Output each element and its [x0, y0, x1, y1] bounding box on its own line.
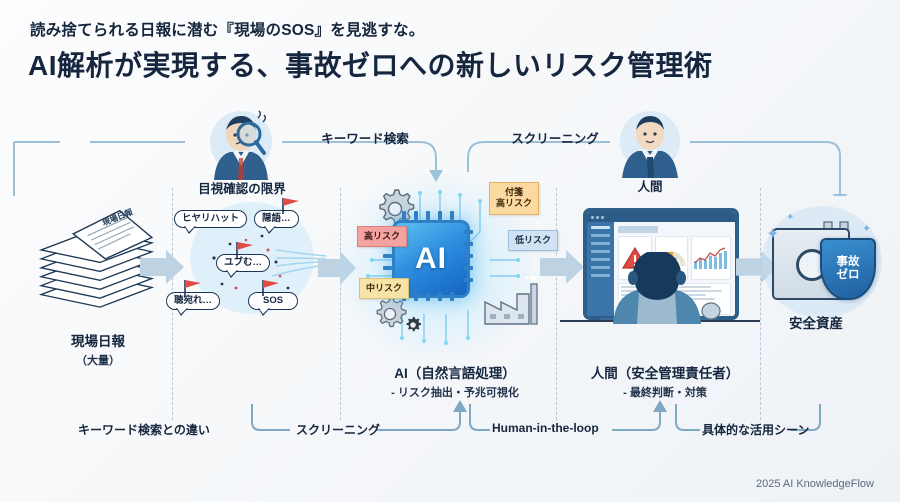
keyword-bubble-cluster: ヒヤリハット 隠語… ユブむ… 聴宛れ… SOS — [166, 196, 336, 326]
sparkle-icon-2: ✦ — [786, 212, 795, 223]
sidebar-row[interactable] — [591, 226, 610, 229]
top-connector-lines — [13, 141, 847, 196]
sidebar-row[interactable] — [591, 250, 610, 253]
stage-label-human-top: 人間 — [637, 180, 663, 194]
computer-mouse-icon — [701, 302, 721, 320]
human-label-sub: - 最終判断・対策 — [623, 387, 707, 399]
ai-label-main: AI（自然言語処理） — [394, 366, 516, 381]
stage-label-documents: 現場日報 （大量） — [38, 330, 158, 368]
dashboard-heading — [618, 226, 658, 233]
gear-icon-bottom — [376, 297, 407, 328]
flow-arrow-dashboard-to-asset — [736, 250, 779, 284]
sidebar-row[interactable] — [591, 242, 610, 245]
flow-arrow-ai-to-dashboard — [540, 250, 584, 284]
connector-label-keyword-search: キーワード検索 — [321, 132, 409, 146]
stage-label-human: 人間（安全管理責任者） - 最終判断・対策 — [570, 362, 760, 400]
bubble-hiyari-hatto: ヒヤリハット — [174, 210, 248, 236]
sidebar-row[interactable] — [591, 266, 610, 269]
bottom-connector-lines — [251, 400, 821, 431]
chart-card[interactable] — [691, 236, 731, 280]
bottom-label-human-in-the-loop: Human-in-the-loop — [492, 421, 599, 435]
column-divider-3 — [556, 188, 557, 420]
sidebar-row[interactable] — [591, 234, 610, 237]
footer-credit: 2025 AI KnowledgeFlow — [755, 478, 874, 490]
red-flag-icon-2 — [236, 242, 253, 258]
stage-label-ai: AI（自然言語処理） - リスク抽出・予兆可視化 — [370, 362, 540, 400]
bubble-kikimore: 聴宛れ… — [166, 292, 221, 318]
sticky-note-fusen-high-risk: 付箋 高リスク — [489, 182, 540, 215]
sticky-note-high-risk: 高リスク — [357, 226, 408, 248]
documents-label-sub: （大量） — [76, 355, 120, 367]
bubble-sos: SOS — [248, 292, 299, 318]
titlebar-dot — [601, 215, 604, 219]
ai-chip-label: AI — [415, 242, 447, 275]
documents-label-main: 現場日報 — [71, 334, 125, 349]
titlebar-dot — [596, 215, 599, 219]
stage-label-manual-check: 目視確認の限界 — [198, 182, 286, 196]
column-divider-4 — [760, 188, 761, 420]
sidebar-row[interactable] — [591, 274, 610, 277]
sparkle-icon-4: ✦ — [800, 318, 809, 329]
magnifier-person-icon — [210, 110, 272, 180]
bar-line-chart-icon — [694, 247, 727, 269]
sparkle-icon-1: ✦ — [766, 226, 780, 243]
page-subtitle: 読み捨てられる日報に潜む『現場のSOS』を見逃すな。 — [30, 22, 425, 39]
zero-accident-shield-badge: 事故 ゼロ — [820, 238, 876, 300]
flow-arrow-docs-to-bubbles — [140, 250, 184, 284]
sticky-fusen-line1: 付箋 — [505, 187, 524, 197]
titlebar-dot — [591, 215, 594, 219]
gear-icon-small — [406, 316, 421, 332]
stage-label-asset: 安全資産 — [789, 316, 843, 331]
seated-operator-icon — [613, 252, 701, 324]
bottom-label-keyword-diff: キーワード検索との違い — [78, 423, 210, 437]
sticky-note-low-risk: 低リスク — [508, 230, 559, 252]
ai-label-sub: - リスク抽出・予兆可視化 — [391, 387, 519, 399]
human-label-main: 人間（安全管理責任者） — [590, 366, 740, 381]
factory-icon-small — [484, 276, 538, 325]
monitor-titlebar — [587, 212, 735, 222]
bottom-label-use-case: 具体的な活用シーン — [702, 423, 810, 437]
red-flag-icon-3 — [184, 280, 201, 296]
sticky-fusen-line2: 高リスク — [496, 198, 533, 209]
bubble-ingo: 隠語… — [254, 210, 299, 236]
shield-line-2: ゼロ — [836, 269, 860, 281]
red-flag-icon-1 — [282, 198, 299, 214]
sparkle-icon-3: ✦ — [862, 223, 872, 235]
sidebar-row[interactable] — [591, 258, 610, 261]
shield-line-1: 事故 — [836, 256, 860, 269]
bottom-label-screening: スクリーニング — [296, 423, 381, 437]
sticky-note-medium-risk: 中リスク — [359, 278, 410, 300]
document-stack-icon: 現場日報 — [38, 206, 155, 308]
dashboard-sidebar[interactable] — [587, 222, 614, 316]
page-title: AI解析が実現する、事故ゼロへの新しいリスク管理術 — [28, 50, 713, 81]
connector-label-screening-top: スクリーニング — [511, 132, 599, 146]
red-flag-icon-4 — [262, 280, 279, 296]
bubble-tsubuyaki: ユブむ… — [216, 254, 271, 280]
human-person-icon — [620, 111, 680, 178]
